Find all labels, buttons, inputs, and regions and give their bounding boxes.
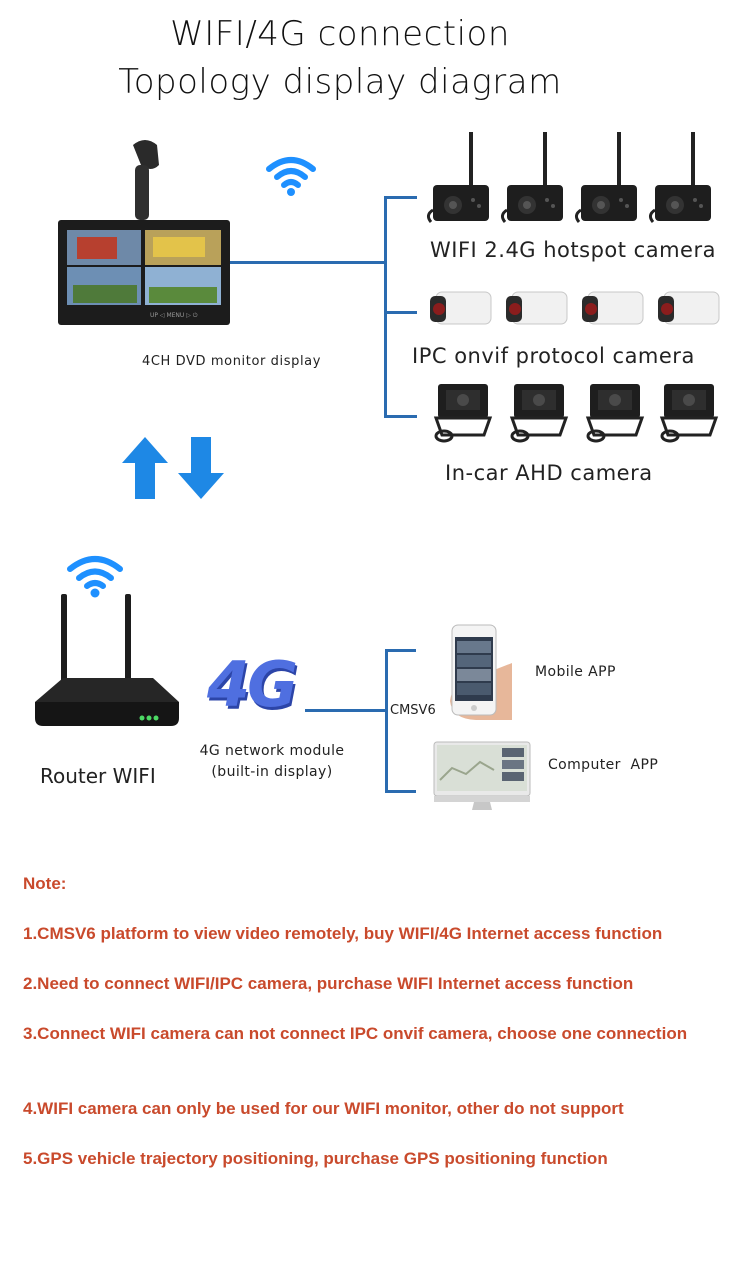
notes-heading: Note: [23, 874, 67, 893]
monitor-connector [230, 261, 387, 264]
monitor-illustration: UP ◁ MENU ▷ ⏻ [58, 140, 230, 325]
note-item-5: 5.GPS vehicle trajectory positioning, pu… [23, 1149, 608, 1168]
computer-icon [433, 741, 531, 810]
camera-bus [384, 196, 387, 418]
module-label-line1: 4G network module [199, 743, 345, 759]
diagram-title-line2: Topology display diagram [118, 62, 562, 102]
monitor-label: 4CH DVD monitor display [142, 354, 322, 369]
diagram-title-line1: WIFI/4G connection [170, 14, 510, 54]
arrow-up-icon [122, 437, 168, 499]
ipc-branch [384, 311, 417, 314]
wifi-camera-group [426, 132, 711, 223]
mobile-app-label: Mobile APP [535, 664, 616, 680]
wifi-camera-label: WIFI 2.4G hotspot camera [430, 238, 716, 262]
router-icon [35, 594, 179, 726]
computer-branch [385, 790, 416, 793]
router-label: Router WIFI [40, 764, 156, 788]
note-item-3: 3.Connect WIFI camera can not connect IP… [23, 1024, 688, 1043]
module-connector [305, 709, 387, 712]
module-4g-logo: 4G [207, 648, 298, 721]
wifi-branch [384, 196, 417, 199]
mobile-branch [385, 649, 416, 652]
monitor-buttons: UP ◁ MENU ▷ ⏻ [150, 312, 198, 319]
ipc-camera-group [430, 291, 720, 325]
note-item-4: 4.WIFI camera can only be used for our W… [23, 1099, 624, 1118]
module-label-line2: (built-in display) [211, 764, 333, 780]
note-item-1: 1.CMSV6 platform to view video remotely,… [23, 924, 663, 943]
ipc-camera-label: IPC onvif protocol camera [412, 344, 695, 368]
wifi-icon [266, 157, 316, 196]
router-wifi-icon [67, 556, 123, 598]
ahd-camera-label: In-car AHD camera [445, 461, 653, 485]
app-bus [385, 649, 388, 793]
ahd-camera-group [433, 384, 719, 443]
phone-icon [450, 624, 512, 720]
note-item-2: 2.Need to connect WIFI/IPC camera, purch… [23, 974, 634, 993]
computer-app-label: Computer APP [548, 757, 659, 773]
arrow-down-icon [178, 437, 224, 499]
ahd-branch [384, 415, 417, 418]
cmsv6-label: CMSV6 [390, 702, 436, 719]
